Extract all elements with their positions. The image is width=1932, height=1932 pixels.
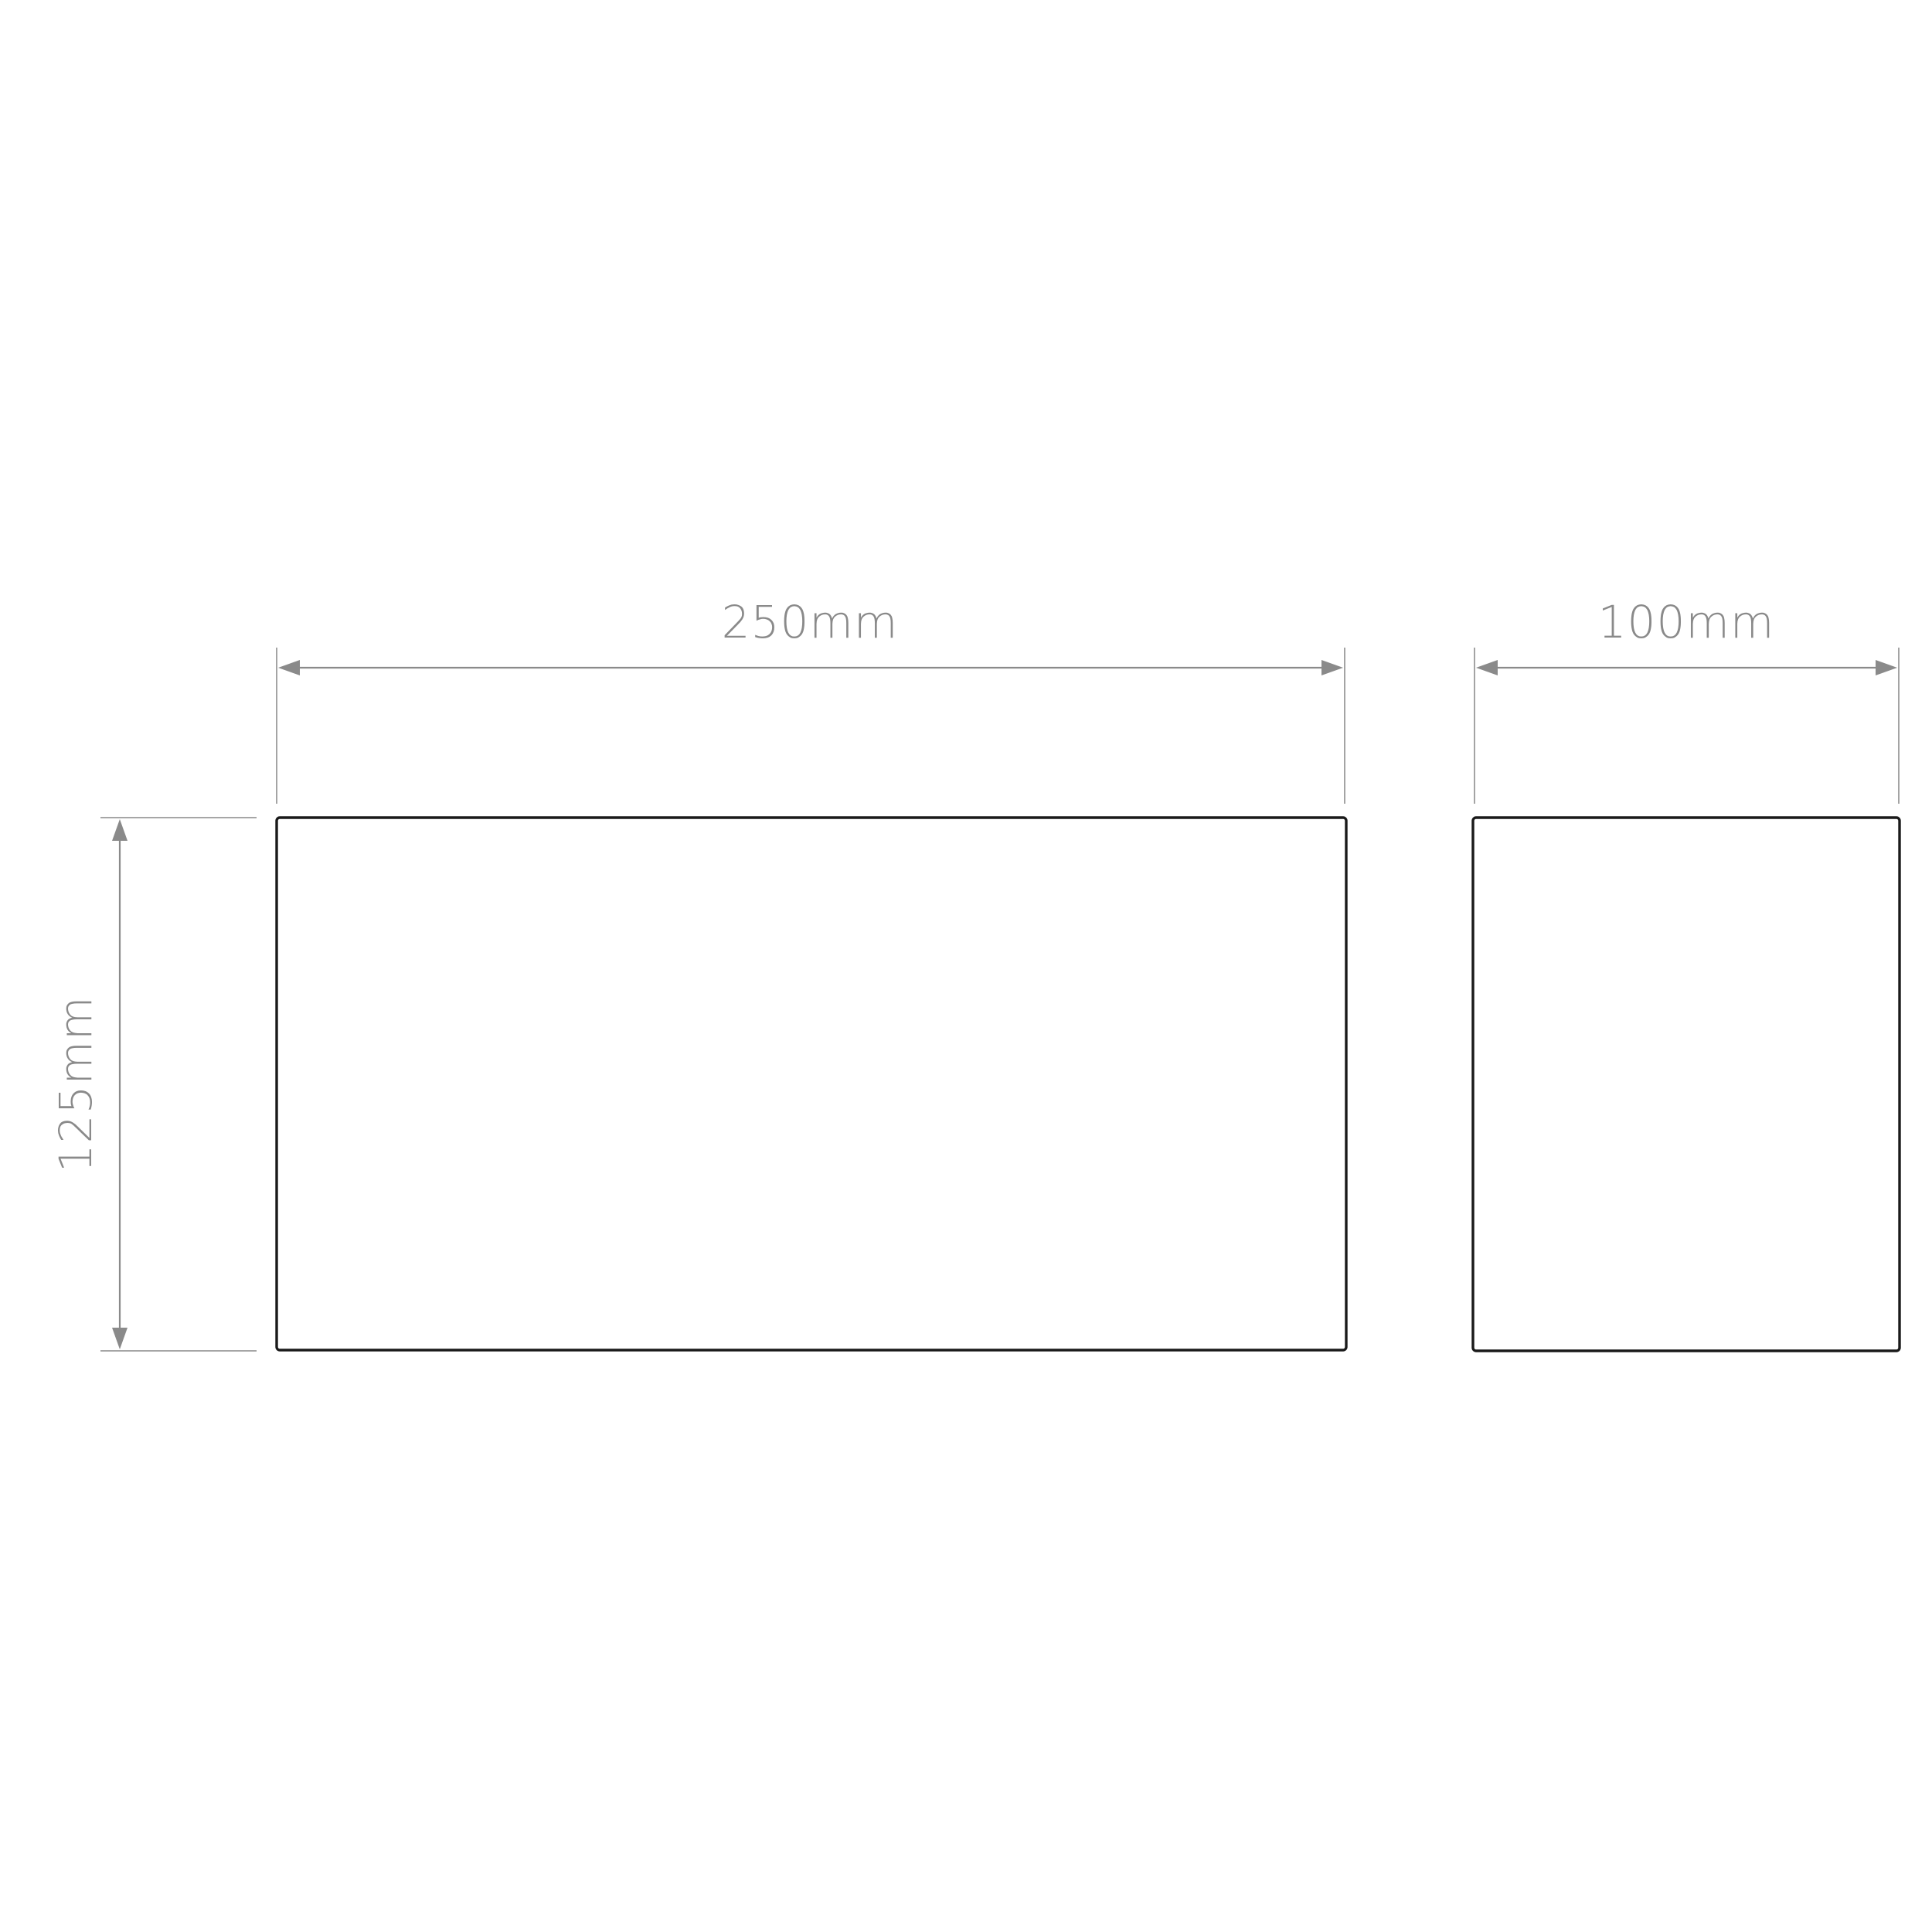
side-width-arrow-right xyxy=(1876,660,1897,675)
height-dimension: 125mm xyxy=(49,817,257,1352)
front-width-arrow-right xyxy=(1321,660,1343,675)
side-width-arrow-left xyxy=(1476,660,1498,675)
front-view-outline xyxy=(275,816,1348,1352)
front-width-dimension: 250mm xyxy=(276,596,1345,804)
front-width-arrow-left xyxy=(278,660,300,675)
height-arrow-bottom xyxy=(112,1328,128,1349)
height-arrow-top xyxy=(112,819,128,841)
side-view-outline xyxy=(1471,816,1901,1352)
side-width-label: 100mm xyxy=(1598,596,1775,648)
height-label: 125mm xyxy=(49,996,102,1173)
front-width-label: 250mm xyxy=(722,596,899,648)
side-width-dimension: 100mm xyxy=(1474,596,1900,804)
